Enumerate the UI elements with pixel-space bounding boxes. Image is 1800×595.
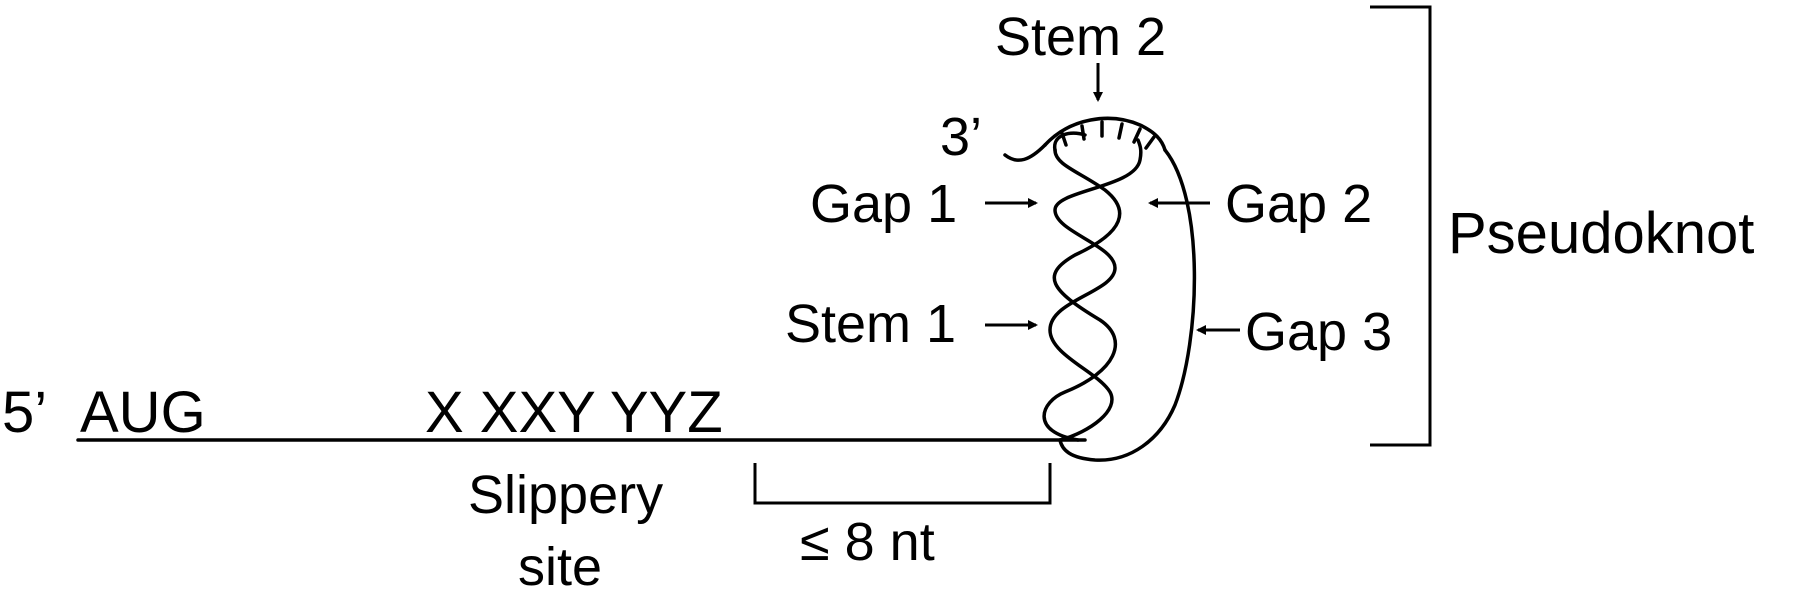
stem2-basepair <box>1080 124 1086 141</box>
slippery-site-label-line2: site <box>518 537 602 595</box>
five-prime-label: 5’ <box>2 380 47 445</box>
stem1-helix-strand-b <box>1048 138 1143 442</box>
loop3-gap3 <box>1058 148 1197 462</box>
three-prime-label: 3’ <box>940 107 982 167</box>
spacer-length-label: ≤ 8 nt <box>800 512 935 572</box>
spacer-bracket <box>753 463 1052 505</box>
pseudoknot-structure <box>1003 116 1197 462</box>
three-prime-tail <box>1003 143 1047 162</box>
pseudoknot-label: Pseudoknot <box>1448 201 1754 266</box>
gap2-label: Gap 2 <box>1225 174 1372 234</box>
stem2-basepair <box>1060 131 1068 147</box>
slippery-site-label: Slippery <box>468 465 663 525</box>
stem2-basepair <box>1117 122 1124 140</box>
stem1-top-loop <box>1053 131 1087 152</box>
stem2-label: Stem 2 <box>995 7 1166 67</box>
gap1-label: Gap 1 <box>810 174 957 234</box>
stem2-basepair <box>1132 127 1142 144</box>
stem2-arc <box>1043 116 1167 152</box>
stem1-helix-strand-a <box>1042 148 1122 442</box>
stem1-label: Stem 1 <box>785 294 956 354</box>
start-codon-label: AUG <box>80 380 206 445</box>
pseudoknot-bracket <box>1370 5 1432 447</box>
slippery-sequence-label: X XXY YYZ <box>425 380 723 445</box>
stem2-basepair <box>1144 135 1156 150</box>
gap3-label: Gap 3 <box>1245 302 1392 362</box>
